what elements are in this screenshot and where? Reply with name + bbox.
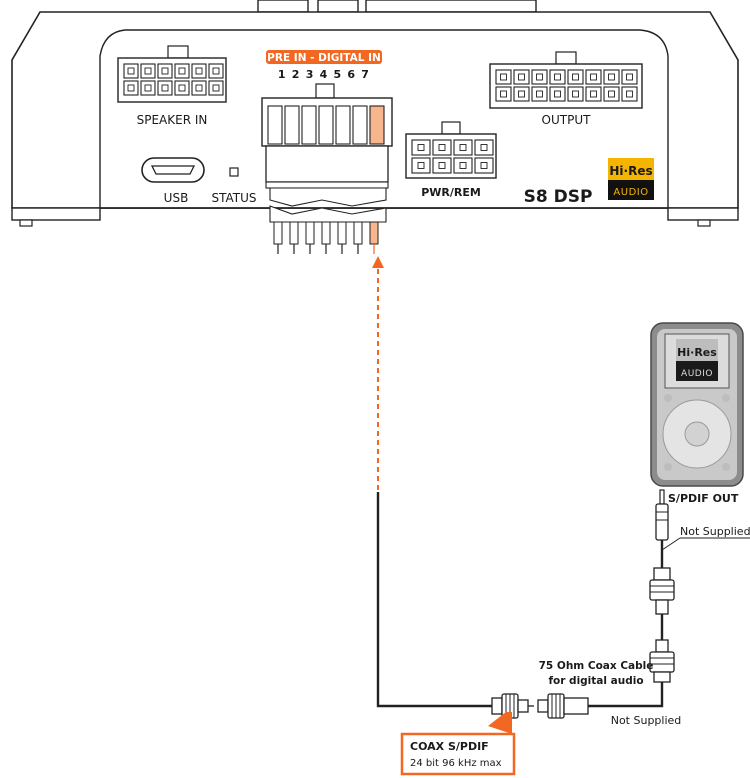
coax-spdif-callout: COAX S/PDIF 24 bit 96 kHz max (400, 712, 516, 776)
coax-spdif-title: COAX S/PDIF (410, 740, 489, 753)
svg-text:AUDIO: AUDIO (681, 369, 713, 379)
coax-cable-subtitle: for digital audio (548, 675, 643, 687)
prev-button-icon (664, 394, 672, 402)
hires-logo-player: Hi·Res AUDIO (676, 339, 718, 381)
not-supplied-bottom-label: Not Supplied (611, 714, 682, 727)
svg-text:AUDIO: AUDIO (613, 187, 648, 198)
rca-coax-connector-pair (491, 693, 589, 719)
forward-button-icon (722, 463, 730, 471)
svg-text:Hi·Res: Hi·Res (677, 346, 717, 359)
coax-cable-title: 75 Ohm Coax Cable (539, 660, 654, 672)
mini-jack-plug (655, 489, 669, 541)
coax-spdif-spec: 24 bit 96 kHz max (410, 758, 502, 769)
rca-cable-bottom (588, 682, 664, 708)
hires-logo-device: Hi·Res AUDIO (608, 158, 654, 200)
spdif-out-label: S/PDIF OUT (668, 492, 739, 505)
speaker-in-label: SPEAKER IN (137, 113, 208, 127)
status-label: STATUS (211, 191, 256, 205)
speaker-in-connector (117, 45, 227, 103)
pre-in-connector (261, 83, 393, 254)
signal-arrowhead (372, 256, 384, 268)
model-name: S8 DSP (524, 187, 593, 207)
pre-in-banner: PRE IN - DIGITAL IN (266, 50, 382, 64)
coax-cable (376, 492, 492, 708)
output-label: OUTPUT (542, 113, 592, 127)
usb-port (141, 157, 205, 183)
svg-text:Hi·Res: Hi·Res (609, 164, 652, 178)
status-led (229, 167, 239, 177)
not-supplied-top-label: Not Supplied (680, 525, 750, 538)
svg-text:PRE IN - DIGITAL IN: PRE IN - DIGITAL IN (267, 52, 381, 64)
play-button-icon (722, 394, 730, 402)
portable-player: Hi·Res AUDIO (650, 322, 744, 487)
channel-numbers: 1 2 3 4 5 6 7 (278, 68, 370, 81)
pwr-rem-connector (405, 121, 497, 179)
rewind-button-icon (664, 463, 672, 471)
rca-vertical-connectors (649, 567, 675, 683)
pwr-rem-label: PWR/REM (421, 186, 481, 199)
usb-label: USB (164, 191, 189, 205)
output-connector (489, 51, 643, 109)
